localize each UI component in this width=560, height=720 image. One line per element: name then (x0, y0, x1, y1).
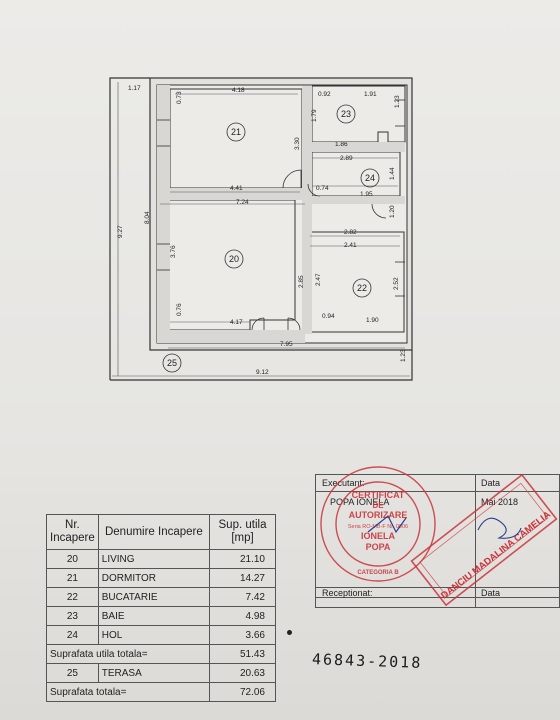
receptionat-label: Receptionat: (322, 588, 373, 598)
header-name: Denumire Incapere (97, 514, 211, 550)
executant-label: Executant: (322, 478, 365, 488)
dim-9-12: 9.12 (256, 369, 269, 376)
dim-3-30: 3.30 (294, 137, 301, 150)
dim-1-90: 1.90 (366, 317, 379, 324)
cell-name: TERASA (97, 663, 211, 683)
floor-plan: 21 23 24 20 22 25 1.17 4.18 0.92 1.91 1.… (109, 77, 413, 381)
stamp-line-6: POPA (366, 542, 391, 552)
useful-total-label: Suprafata utila totala= (46, 644, 210, 664)
ink-dot (287, 630, 292, 635)
cadastre-stamp-text: DANCIU MADALINA CAMELIA (439, 509, 553, 601)
terrace-row: 25 TERASA 20.63 (46, 663, 276, 683)
data-label-2: Data (481, 588, 501, 598)
signature-scribble (477, 517, 522, 539)
divider (475, 475, 476, 607)
dim-1-44: 1.44 (389, 167, 396, 180)
dim-1-95: 1.95 (360, 191, 373, 198)
data-value: Mai 2018 (481, 497, 519, 507)
dim-4-41: 4.41 (230, 185, 243, 192)
dim-2-89: 2.89 (340, 155, 353, 162)
grand-total-value: 72.06 (209, 682, 276, 702)
cell-nr: 24 (46, 625, 99, 645)
grand-total-label: Suprafata totala= (46, 682, 210, 702)
dim-2-47: 2.47 (315, 273, 322, 286)
handwritten-number: 46843-2018 (311, 650, 423, 672)
stamp-line-3: AUTORIZARE (349, 510, 408, 520)
dim-7-24: 7.24 (236, 199, 249, 206)
dim-2-82: 2.82 (344, 229, 357, 236)
dim-0-94: 0.94 (322, 313, 335, 320)
dim-2-85: 2.85 (298, 275, 305, 288)
dim-1-23-bottom: 1.23 (400, 349, 407, 362)
grand-total-row: Suprafata totala= 72.06 (46, 682, 276, 702)
stamp-line-2: DE (372, 501, 384, 510)
table-row: 23 BAIE 4.98 (46, 606, 276, 626)
stamp-line-4: Seria RO-MB-F Nr. 0006 (348, 524, 408, 530)
room-label-25: 25 (167, 358, 177, 368)
room-label-23: 23 (341, 109, 351, 119)
author-stamp: CERTIFICAT DE AUTORIZARE Seria RO-MB-F N… (320, 466, 436, 582)
cell-name: HOL (97, 625, 211, 645)
dim-0-76: 0.76 (176, 303, 183, 316)
cell-area: 21.10 (209, 549, 276, 569)
signature-scribble (367, 515, 407, 534)
room-label-21: 21 (231, 127, 241, 137)
stamp-line-7: CATEGORIA B (357, 570, 399, 576)
header-nr: Nr. Incapere (46, 514, 99, 550)
divider (316, 597, 559, 598)
dim-0-73: 0.73 (176, 91, 183, 104)
dim-0-74: 0.74 (316, 185, 329, 192)
table-header-row: Nr. Incapere Denumire Incapere Sup. util… (46, 514, 276, 550)
cell-nr: 20 (46, 549, 99, 569)
cadastre-stamp: DANCIU MADALINA CAMELIA (410, 473, 558, 607)
room-label-22: 22 (357, 283, 367, 293)
dim-4-18: 4.18 (232, 87, 245, 94)
cell-nr: 25 (46, 663, 99, 683)
dim-1-20: 1.20 (389, 205, 396, 218)
cell-name: LIVING (97, 549, 211, 569)
cell-area: 4.98 (209, 606, 276, 626)
dim-0-92: 0.92 (318, 91, 331, 98)
dim-1-91: 1.91 (364, 91, 377, 98)
cell-name: DORMITOR (97, 568, 211, 588)
cell-area: 7.42 (209, 587, 276, 607)
divider (316, 587, 559, 588)
data-label: Data (481, 478, 501, 488)
dim-1-23-top: 1.23 (394, 95, 401, 108)
table-row: 22 BUCATARIE 7.42 (46, 587, 276, 607)
executant-name: POPA IONELA (330, 497, 390, 507)
cell-nr: 22 (46, 587, 99, 607)
dim-1-79: 1.79 (311, 109, 318, 122)
cell-area: 3.66 (209, 625, 276, 645)
dim-8-04: 8.04 (144, 211, 151, 224)
dim-2-52: 2.52 (393, 277, 400, 290)
useful-total-row: Suprafata utila totala= 51.43 (46, 644, 276, 664)
table-row: 24 HOL 3.66 (46, 625, 276, 645)
header-area: Sup. utila [mp] (209, 514, 276, 550)
useful-total-value: 51.43 (209, 644, 276, 664)
cell-nr: 21 (46, 568, 99, 588)
stamp-line-1: CERTIFICAT (352, 490, 405, 500)
cell-name: BAIE (97, 606, 211, 626)
cell-area: 20.63 (209, 663, 276, 683)
dim-2-41: 2.41 (344, 242, 357, 249)
stamp-line-5: IONELA (361, 531, 396, 541)
dim-3-76: 3.76 (170, 245, 177, 258)
cell-area: 14.27 (209, 568, 276, 588)
dim-7-95: 7.95 (280, 341, 293, 348)
rooms-table: Nr. Incapere Denumire Incapere Sup. util… (46, 514, 276, 702)
dim-9-27: 9.27 (117, 225, 124, 238)
room-label-20: 20 (229, 254, 239, 264)
dim-1-86: 1.86 (335, 141, 348, 148)
cell-name: BUCATARIE (97, 587, 211, 607)
dim-1-17: 1.17 (128, 85, 141, 92)
room-label-24: 24 (365, 173, 375, 183)
table-row: 20 LIVING 21.10 (46, 549, 276, 569)
cell-nr: 23 (46, 606, 99, 626)
dim-4-17: 4.17 (230, 319, 243, 326)
table-row: 21 DORMITOR 14.27 (46, 568, 276, 588)
divider (316, 491, 559, 492)
